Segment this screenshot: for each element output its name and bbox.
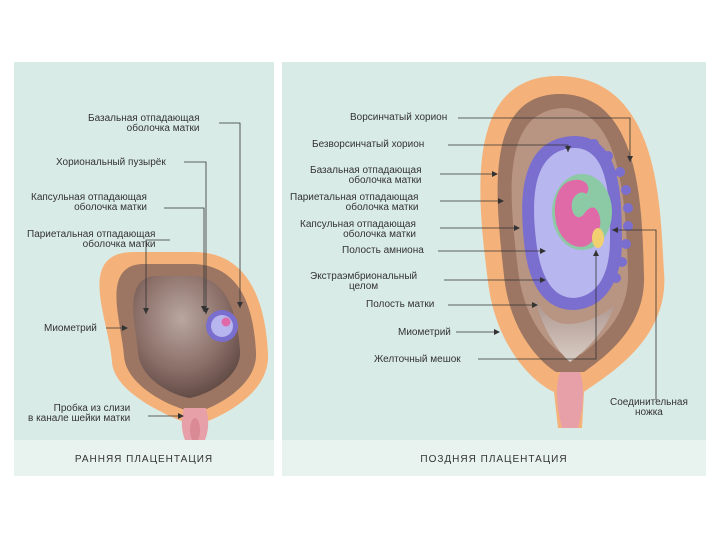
late-uterus-illustration [438, 76, 665, 428]
early-uterus-illustration [99, 122, 269, 442]
label-connecting-stalk: Соединительная ножка [610, 397, 688, 418]
label-villous-chorion: Ворсинчатый хорион [350, 112, 448, 123]
label-parietal-decidua-early: Париетальная отпадающая оболочка матки [27, 229, 156, 250]
late-placentation-panel: Ворсинчатый хорион Безворсинчатый хорион… [282, 62, 706, 476]
label-myometrium-early: Миометрий [44, 323, 97, 334]
early-mucus-plug [190, 418, 200, 442]
early-uterine-cavity [133, 276, 241, 398]
label-capsular-decidua-late: Капсульная отпадающая оболочка матки [300, 219, 416, 240]
chorionic-villi [589, 139, 633, 283]
label-smooth-chorion: Безворсинчатый хорион [312, 139, 425, 150]
late-caption-band: ПОЗДНЯЯ ПЛАЦЕНТАЦИЯ [282, 440, 706, 476]
label-extraembryonic-coelom: Экстраэмбриональный целом [310, 271, 418, 292]
label-chorionic-vesicle: Хориональный пузырёк [56, 157, 166, 168]
late-cervix [556, 372, 584, 428]
late-uterine-cavity [534, 294, 614, 362]
label-myometrium-late: Миометрий [398, 327, 451, 338]
label-yolk-sac: Желточный мешок [374, 354, 461, 365]
early-caption-band: РАННЯЯ ПЛАЦЕНТАЦИЯ [14, 440, 274, 476]
label-mucus-plug: Пробка из слизи в канале шейки матки [28, 403, 131, 424]
label-parietal-decidua-late: Париетальная отпадающая оболочка матки [290, 192, 419, 213]
label-capsular-decidua-early: Капсульная отпадающая оболочка матки [31, 192, 147, 213]
early-placentation-caption: РАННЯЯ ПЛАЦЕНТАЦИЯ [74, 454, 214, 465]
label-basal-decidua-early: Базальная отпадающая оболочка матки [88, 113, 200, 134]
late-embryo [554, 179, 601, 247]
label-basal-decidua-late: Базальная отпадающая оболочка матки [310, 165, 422, 186]
late-yolk-sac [592, 228, 604, 248]
label-amniotic-cavity: Полость амниона [342, 245, 424, 256]
label-uterine-cavity: Полость матки [366, 299, 435, 310]
late-placentation-caption: ПОЗДНЯЯ ПЛАЦЕНТАЦИЯ [420, 454, 568, 465]
early-placentation-panel: Базальная отпадающая оболочка матки Хори… [14, 62, 274, 476]
